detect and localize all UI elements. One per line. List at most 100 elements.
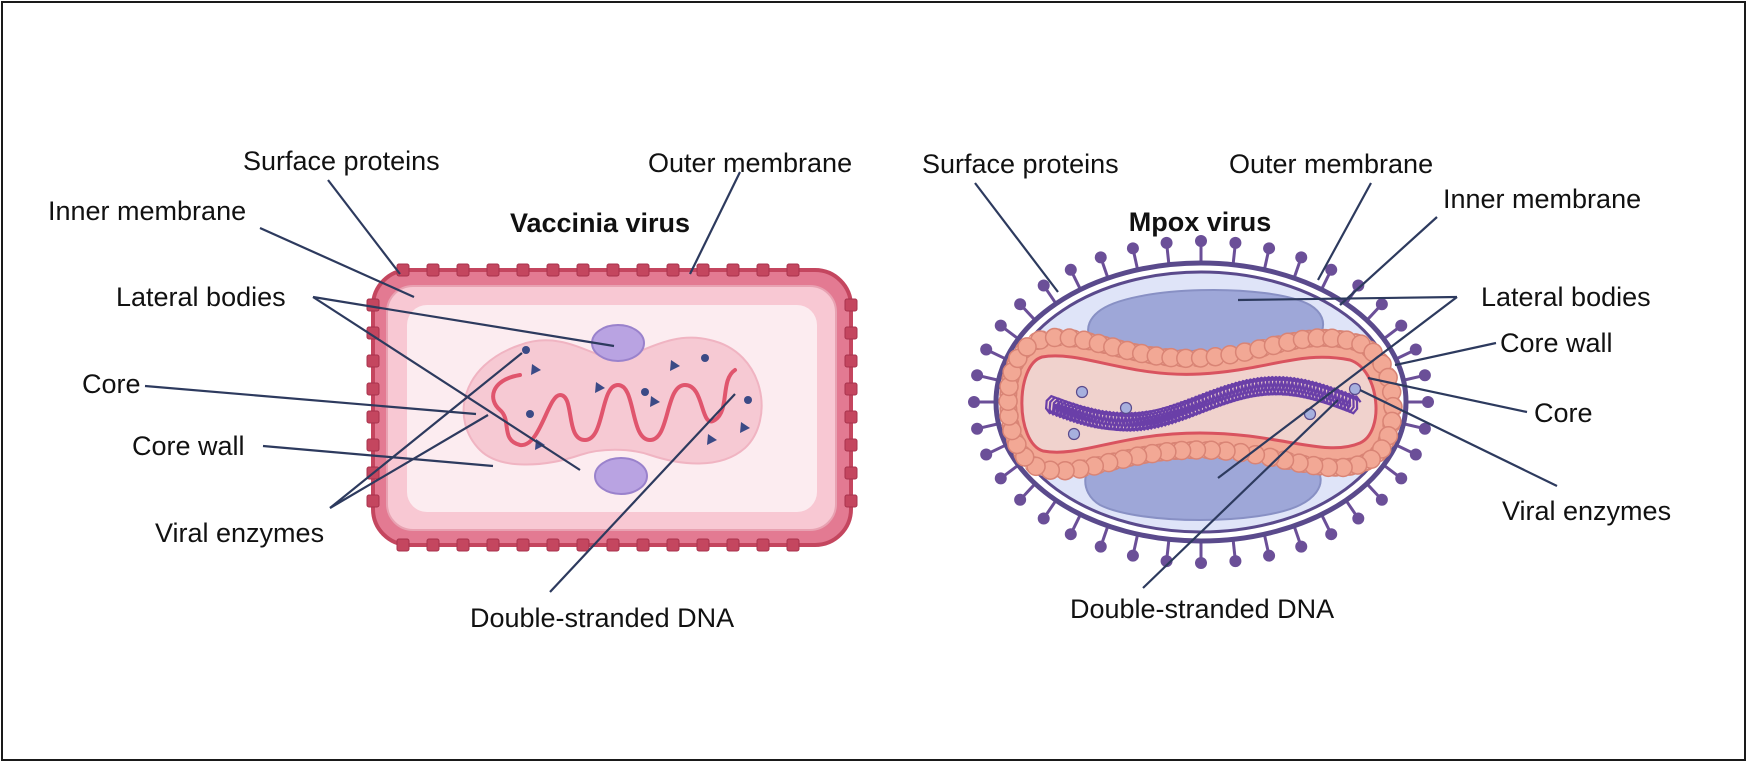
surface-protein [756, 538, 770, 552]
surface-protein [756, 263, 770, 277]
spike-stalk [1292, 260, 1302, 279]
spike-stalk [1382, 463, 1399, 478]
mpox-label-outer-membrane: Outer membrane [1229, 149, 1433, 179]
spike-head [971, 369, 984, 382]
surface-protein [844, 466, 858, 480]
spike-head [1422, 396, 1434, 408]
spike-head [1295, 540, 1308, 553]
surface-protein [456, 538, 470, 552]
vaccinia-leader-lines [144, 171, 741, 593]
spike-stalk [1403, 422, 1422, 430]
spike-stalk [1132, 533, 1140, 553]
surface-protein [666, 263, 680, 277]
spike-stalk [1395, 443, 1413, 455]
surface-protein [606, 538, 620, 552]
spike-stalk [1165, 246, 1171, 265]
spike-stalk [1071, 272, 1082, 291]
spike-head [980, 343, 993, 356]
enzyme-dot [641, 388, 649, 396]
surface-protein [366, 382, 380, 396]
spike-head [1126, 549, 1139, 562]
mpox-title: Mpox virus [1129, 207, 1272, 237]
mpox-label-viral-enzymes: Viral enzymes [1502, 496, 1671, 526]
enzyme-dot [1119, 401, 1133, 415]
spike-stalk [1395, 349, 1413, 361]
surface-protein [696, 263, 710, 277]
spike-head [1352, 279, 1365, 292]
surface-protein [696, 538, 710, 552]
surface-protein [396, 538, 410, 552]
spike-head [1325, 528, 1338, 541]
vaccinia-title: Vaccinia virus [510, 208, 690, 238]
spike-stalk [1262, 533, 1270, 553]
spike-stalk [1365, 482, 1381, 498]
spike-stalk [1262, 251, 1270, 271]
surface-protein [606, 263, 620, 277]
enzyme-triangle [707, 434, 717, 445]
mpox-dna [1044, 375, 1362, 432]
spike-head [1064, 263, 1077, 276]
vaccinia-label-lateral-bodies: Lateral bodies [116, 282, 286, 312]
core-wall-bead [1017, 337, 1037, 357]
spike-stalk [1044, 287, 1058, 305]
enzyme-triangle [650, 396, 660, 407]
surface-protein [844, 298, 858, 312]
spike-head [1375, 493, 1388, 506]
surface-protein [546, 538, 560, 552]
surface-protein [844, 494, 858, 508]
spike-stalk [1003, 463, 1020, 478]
surface-protein [366, 410, 380, 424]
surface-protein [426, 263, 440, 277]
spike-stalk [1165, 539, 1171, 558]
vaccinia-label-inner-membrane: Inner membrane [48, 196, 246, 226]
spike-head [1409, 343, 1422, 356]
spike-stalk [1320, 513, 1331, 532]
enzyme-triangle [595, 382, 605, 393]
surface-protein [786, 263, 800, 277]
spike-stalk [1403, 374, 1422, 382]
surface-protein [786, 538, 800, 552]
vaccinia-label-outer-membrane: Outer membrane [648, 148, 852, 178]
spike-stalk [1231, 539, 1237, 558]
surface-protein [486, 538, 500, 552]
enzyme-dot [1067, 427, 1081, 441]
mpox-label-core: Core [1534, 398, 1593, 428]
spike-stalk [1100, 525, 1110, 544]
surface-protein [666, 538, 680, 552]
spike-stalk [989, 443, 1007, 455]
vaccinia-lateral-body-bottom [594, 457, 648, 495]
spike-head [1229, 236, 1242, 249]
spike-head [1325, 263, 1338, 276]
spike-head [971, 422, 984, 435]
spike-stalk [1344, 499, 1358, 517]
enzyme-dot [744, 396, 752, 404]
spike-stalk [1320, 272, 1331, 291]
surface-protein [726, 538, 740, 552]
mpox-leader-lines [974, 182, 1558, 589]
vaccinia-label-dsdna: Double-stranded DNA [470, 603, 734, 633]
surface-protein [516, 538, 530, 552]
spike-head [1126, 242, 1139, 255]
spike-stalk [1292, 525, 1302, 544]
spike-head [1263, 549, 1276, 562]
spike-stalk [1132, 251, 1140, 271]
spike-head [1094, 540, 1107, 553]
surface-protein [486, 263, 500, 277]
mpox-label-core-wall: Core wall [1500, 328, 1613, 358]
spike-stalk [1071, 513, 1082, 532]
spike-head [1160, 555, 1173, 568]
spike-head [1263, 242, 1276, 255]
surface-protein [366, 354, 380, 368]
surface-protein [426, 538, 440, 552]
enzyme-triangle [531, 364, 541, 375]
vaccinia-surface-proteins [366, 263, 858, 552]
surface-protein [576, 538, 590, 552]
spike-head [994, 472, 1007, 485]
spike-stalk [1003, 326, 1020, 341]
spike-head [1409, 448, 1422, 461]
enzyme-dot [1348, 382, 1362, 396]
surface-protein [844, 354, 858, 368]
mpox-label-lateral-bodies: Lateral bodies [1481, 282, 1651, 312]
enzyme-dot [522, 346, 530, 354]
